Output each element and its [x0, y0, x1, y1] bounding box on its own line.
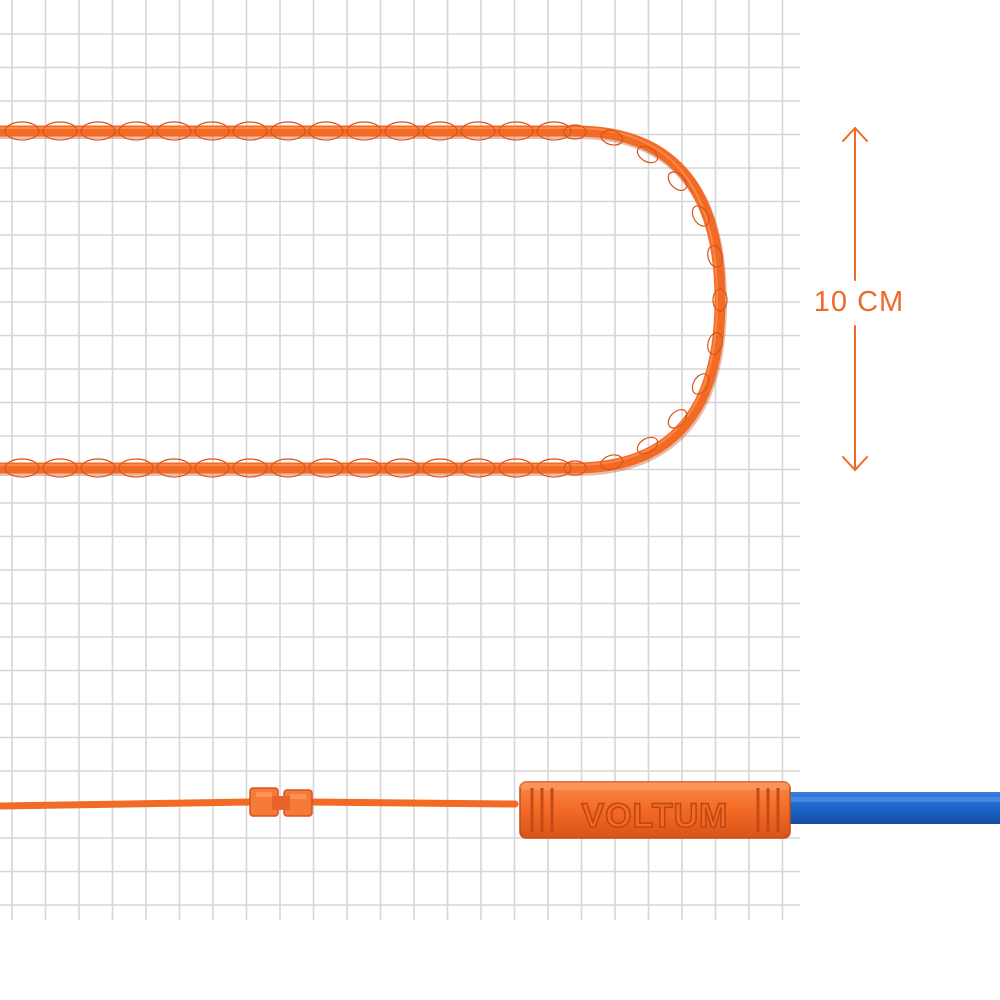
- winding-turn: [308, 458, 344, 478]
- dimension-label: 10 CM: [804, 282, 914, 322]
- winding-turn: [667, 171, 688, 192]
- heating-cable-loop: [0, 125, 726, 474]
- cable-clip: [249, 787, 313, 817]
- winding-turn: [194, 458, 230, 478]
- winding-turn: [460, 121, 496, 141]
- heating-cable-loop-highlight: [0, 127, 719, 466]
- winding-turn: [600, 454, 624, 471]
- winding-turn: [270, 458, 306, 478]
- winding-turn: [536, 121, 572, 141]
- winding-turn: [346, 458, 382, 478]
- winding-turn: [118, 121, 154, 141]
- winding-turn: [636, 145, 659, 164]
- winding-turn: [422, 458, 458, 478]
- winding-turn: [118, 458, 154, 478]
- winding-turn: [384, 121, 420, 141]
- winding-turn: [563, 124, 587, 140]
- winding-turn: [636, 436, 659, 455]
- winding-turn: [156, 458, 192, 478]
- winding-turn: [4, 121, 40, 141]
- supply-cable: [784, 792, 1000, 824]
- cable-shield-winding: [4, 121, 728, 478]
- winding-turn: [232, 458, 268, 478]
- winding-turn: [712, 288, 728, 312]
- winding-turn: [346, 121, 382, 141]
- winding-turn: [156, 121, 192, 141]
- winding-turn: [691, 373, 710, 395]
- winding-turn: [707, 332, 724, 355]
- winding-turn: [422, 121, 458, 141]
- winding-turn: [270, 121, 306, 141]
- winding-turn: [4, 458, 40, 478]
- winding-turn: [498, 121, 534, 141]
- winding-turn: [80, 458, 116, 478]
- winding-turn: [194, 121, 230, 141]
- winding-turn: [384, 458, 420, 478]
- brand-label: VOLTUM: [581, 797, 728, 835]
- winding-turn: [460, 458, 496, 478]
- winding-turn: [600, 129, 624, 146]
- winding-turn: [563, 460, 587, 476]
- winding-turn: [498, 458, 534, 478]
- winding-turn: [42, 121, 78, 141]
- cable-coupler: VOLTUM: [519, 781, 791, 839]
- winding-turn: [707, 245, 724, 268]
- fiberglass-mesh-grid: [0, 0, 800, 920]
- winding-turn: [308, 121, 344, 141]
- winding-turn: [42, 458, 78, 478]
- winding-turn: [536, 458, 572, 478]
- winding-turn: [667, 408, 688, 429]
- winding-turn: [232, 121, 268, 141]
- winding-turn: [691, 205, 710, 227]
- dimension-arrow: [842, 126, 868, 472]
- winding-turn: [80, 121, 116, 141]
